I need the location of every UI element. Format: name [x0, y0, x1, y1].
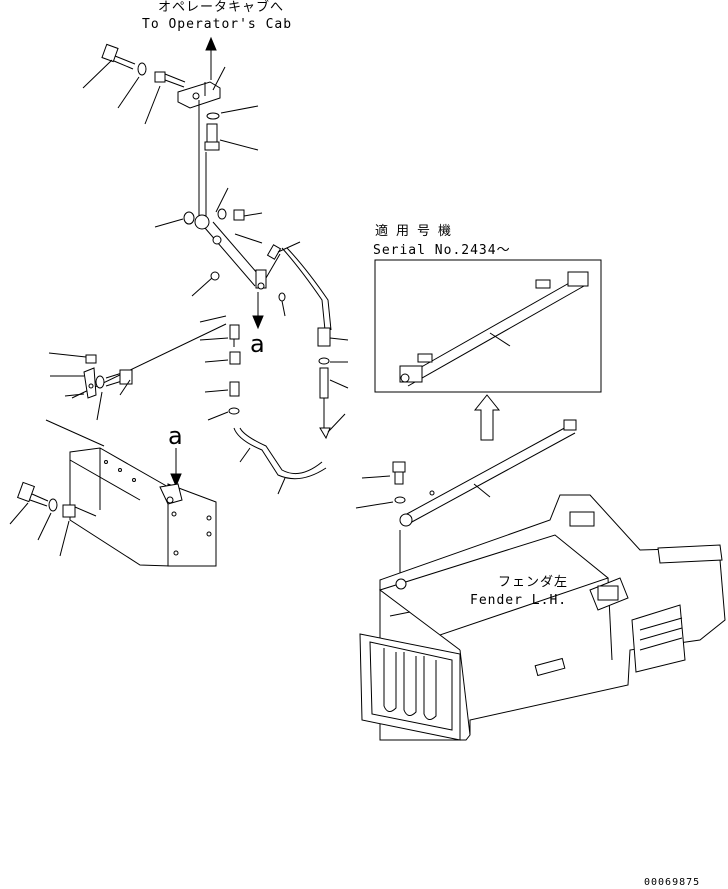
lever-rod [195, 215, 264, 286]
inset-box [375, 260, 601, 392]
washer-bottom-left [49, 499, 57, 511]
bolt-vertical [205, 124, 219, 150]
fender-label-english: Fender L.H. [470, 593, 568, 608]
bolt-fender [393, 462, 405, 484]
washer-mid-left [184, 212, 194, 224]
stud-right [320, 368, 328, 430]
washer-mid [218, 209, 226, 219]
fitting-2 [230, 352, 240, 364]
inset-rod [400, 272, 588, 386]
clip-lower-right [320, 428, 330, 438]
washer-right [319, 358, 329, 364]
view-mark-upper: a [250, 330, 265, 358]
washer-left [96, 376, 104, 388]
washer-under-bracket [207, 113, 219, 119]
fitting-1 [230, 325, 239, 347]
bracket-small [84, 368, 96, 398]
washer-fender [395, 497, 405, 503]
fitting-3 [230, 382, 239, 396]
view-mark-lower: a [168, 422, 183, 450]
cab-note-japanese: オペレータキャブへ [158, 0, 285, 15]
fender-body [360, 495, 725, 740]
handle-rod [400, 420, 576, 526]
nut-mid [234, 210, 262, 220]
serial-note-japanese: 適用号機 [375, 224, 460, 239]
pin-top [155, 72, 185, 87]
mount-bracket [70, 448, 216, 566]
bolt-bottom-left [18, 482, 48, 506]
nut-small [86, 355, 96, 363]
washer-column [229, 408, 239, 414]
fitting-right-1 [318, 328, 330, 346]
lever-joint [256, 245, 280, 289]
bolt-left [106, 370, 132, 386]
clip-left [211, 272, 219, 280]
arrow-down-icon [171, 448, 181, 486]
cab-note-english: To Operator's Cab [142, 17, 293, 32]
washer-top [138, 63, 146, 75]
top-bracket [178, 82, 220, 108]
arrow-up-icon [206, 38, 216, 80]
pin-bottom-left [63, 505, 96, 517]
hollow-arrow-up-icon [475, 395, 499, 440]
drawing-number: 00069875 [644, 877, 701, 888]
bolt-top-left [102, 44, 135, 69]
arrow-down-icon [253, 292, 263, 328]
fender-label-japanese: フェンダ左 [498, 575, 569, 590]
clip-right [279, 293, 285, 301]
serial-note-english: Serial No.2434～ [373, 243, 511, 258]
